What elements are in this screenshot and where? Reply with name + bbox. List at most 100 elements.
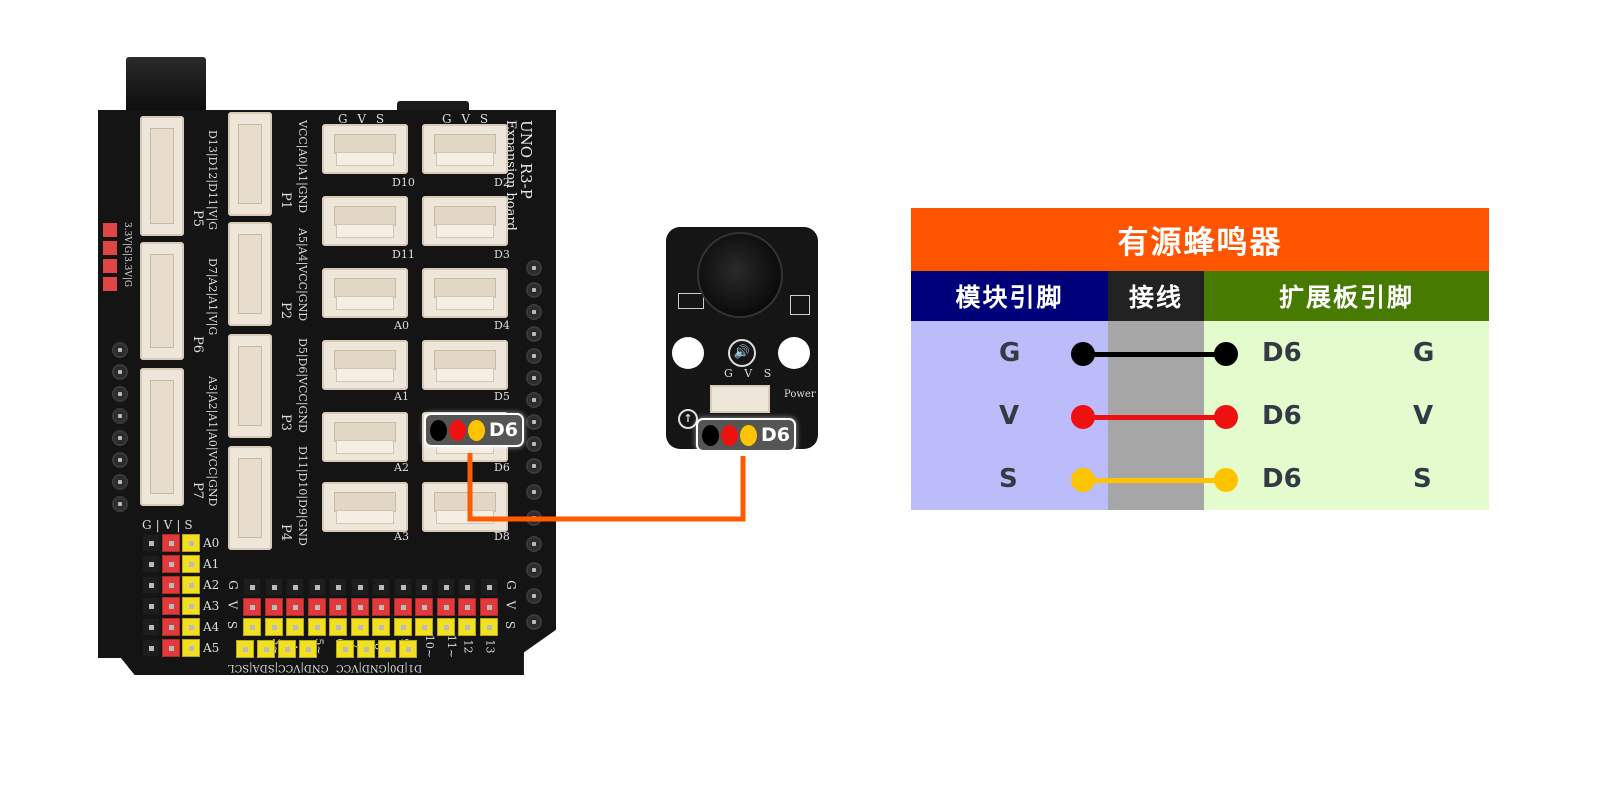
mount-hole (526, 536, 542, 552)
analog-col-v: V (163, 518, 177, 532)
power-pin (103, 259, 117, 273)
header-pin (393, 618, 412, 636)
board-d6-tag-label: D6 (489, 419, 518, 441)
board-pin-cell: S (1413, 464, 1432, 494)
header-pin (372, 618, 390, 636)
connector-p1-pins: VCC|A0|A1|GND (296, 120, 309, 214)
dc-power-jack (126, 57, 206, 117)
analog-row-label: A4 (203, 620, 220, 634)
header-pin (378, 640, 396, 658)
header-board-pin: 扩展板引脚 (1204, 271, 1489, 321)
module-connector (710, 385, 770, 413)
connector-a2-label: A2 (394, 461, 409, 474)
mount-hole (112, 342, 128, 358)
header-pin-s (182, 639, 200, 657)
power-header-label: 3.3V|G|3.3V|G (122, 222, 132, 288)
header-pin-v (162, 639, 180, 657)
header-pin (286, 578, 304, 596)
mount-hole (526, 562, 542, 578)
header-pin (399, 640, 417, 658)
connector-p5-pins: D13|D12|D11|V|G (206, 130, 219, 231)
header-pin (479, 578, 498, 596)
module-pin-cell: V (999, 401, 1020, 431)
mount-hole (526, 304, 542, 320)
board-pin-cell: G (1413, 338, 1435, 368)
header-pin (264, 578, 283, 596)
power-pin (103, 223, 117, 237)
header-pin (236, 640, 254, 658)
gvs-header-right: G V S (442, 112, 492, 126)
v-color-dot (449, 419, 466, 441)
analog-col-s: S (184, 518, 197, 532)
connector-p7-pins: A3|A2|A1|A0|VCC|GND (206, 376, 219, 507)
header-pin (243, 578, 261, 596)
header-pin (458, 618, 476, 636)
connector-a2 (322, 412, 408, 462)
board-title-line1: UNO R3-P (517, 120, 535, 199)
mount-hole (526, 414, 542, 430)
mount-hole (112, 364, 128, 380)
header-pin-g (142, 576, 160, 594)
mount-hole (112, 408, 128, 424)
board-port-cell: D6 (1262, 401, 1302, 431)
mount-hole (112, 474, 128, 490)
wire-line (1083, 415, 1226, 420)
header-pin (336, 640, 354, 658)
header-pin (393, 598, 412, 616)
connector-p2-name: P2 (278, 302, 293, 320)
header-pin (479, 598, 498, 616)
connector-p3-name: P3 (278, 414, 293, 432)
header-pin (243, 598, 261, 616)
connector-a1-label: A1 (394, 390, 409, 403)
analog-row-label: A5 (203, 641, 220, 655)
mount-hole (112, 452, 128, 468)
header-pin (299, 640, 317, 658)
board-port-cell: D6 (1262, 464, 1302, 494)
module-d6-tag-label: D6 (761, 424, 790, 446)
header-pin (372, 598, 390, 616)
mount-hole (672, 337, 704, 369)
mount-hole (526, 348, 542, 364)
gvs-header-left: G V S (338, 112, 388, 126)
header-pin (372, 578, 390, 596)
header-pin (436, 598, 455, 616)
header-pin (436, 618, 455, 636)
header-pin-v (162, 618, 180, 636)
wire-end-right (1214, 342, 1238, 366)
mount-hole (526, 260, 542, 276)
header-pin (458, 598, 476, 616)
mount-hole (526, 370, 542, 386)
header-pin (286, 618, 304, 636)
header-pin-v (162, 576, 180, 594)
connector-p1 (228, 112, 272, 216)
connector-a3 (322, 482, 408, 532)
header-pin-g (142, 618, 160, 636)
header-pin-s (182, 618, 200, 636)
connector-d11 (322, 196, 408, 246)
header-pin (350, 598, 369, 616)
wire-line (1083, 352, 1226, 357)
v-color-dot (721, 424, 738, 446)
board-pin-cell: V (1413, 401, 1434, 431)
header-pin (264, 618, 283, 636)
mount-hole (112, 496, 128, 512)
analog-row-label: A3 (203, 599, 220, 613)
mount-hole (526, 326, 542, 342)
mount-hole (526, 484, 542, 500)
analog-row-label: A2 (203, 578, 220, 592)
header-pin (264, 598, 283, 616)
header-pin (479, 618, 498, 636)
power-label: Power (784, 389, 816, 400)
header-pin-g (142, 555, 160, 573)
connector-p3-pins: D5|D6|VCC|GND (296, 338, 309, 433)
connector-p6-pins: D7|A2|A1|V|G (206, 258, 219, 336)
expansion-board: UNO R3-P Expansion board 3.3V|G|3.3V|G D… (98, 110, 556, 675)
header-pin (286, 598, 304, 616)
connector-p7-name: P7 (190, 482, 205, 500)
connector-a1 (322, 340, 408, 390)
mount-hole (526, 436, 542, 452)
connector-p6-name: P6 (190, 336, 205, 354)
connector-p4 (228, 446, 272, 550)
connector-d2-label: D2 (494, 176, 510, 189)
